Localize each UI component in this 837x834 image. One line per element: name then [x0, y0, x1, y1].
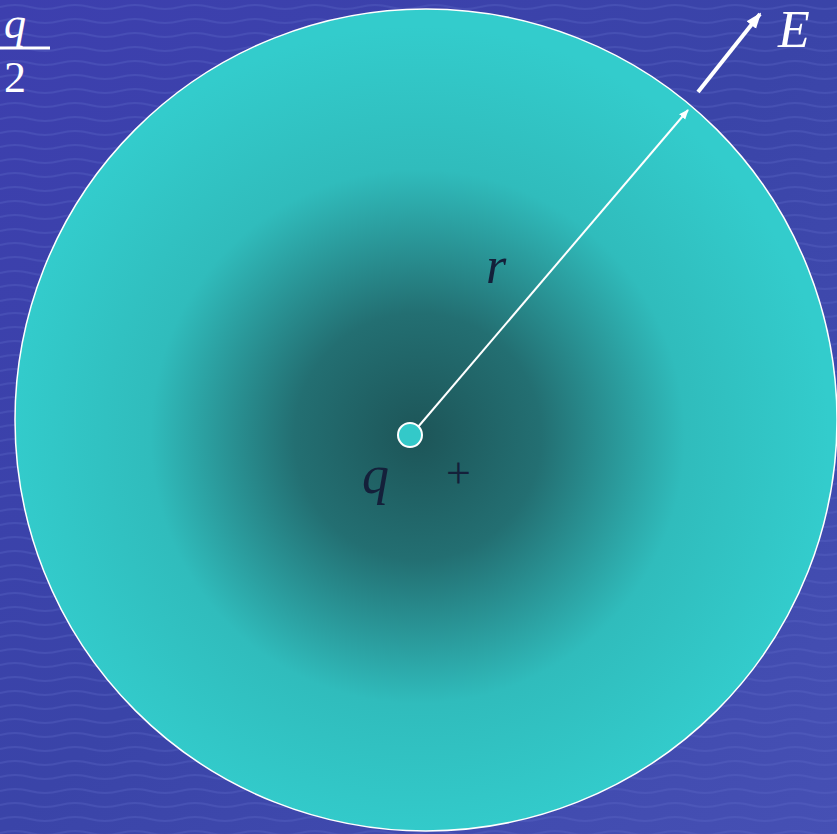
field-arrow	[698, 14, 760, 92]
fraction-bar	[0, 47, 50, 50]
formula-numerator: q	[4, 2, 26, 46]
charge-sign: +	[446, 452, 471, 496]
radius-label: r	[486, 240, 506, 292]
radius-arrow	[418, 110, 688, 427]
charge-label: q	[362, 448, 389, 502]
field-label: E	[778, 4, 810, 56]
formula-denominator: 2	[4, 56, 26, 100]
gaussian-sphere	[15, 9, 837, 831]
point-charge	[398, 423, 422, 447]
